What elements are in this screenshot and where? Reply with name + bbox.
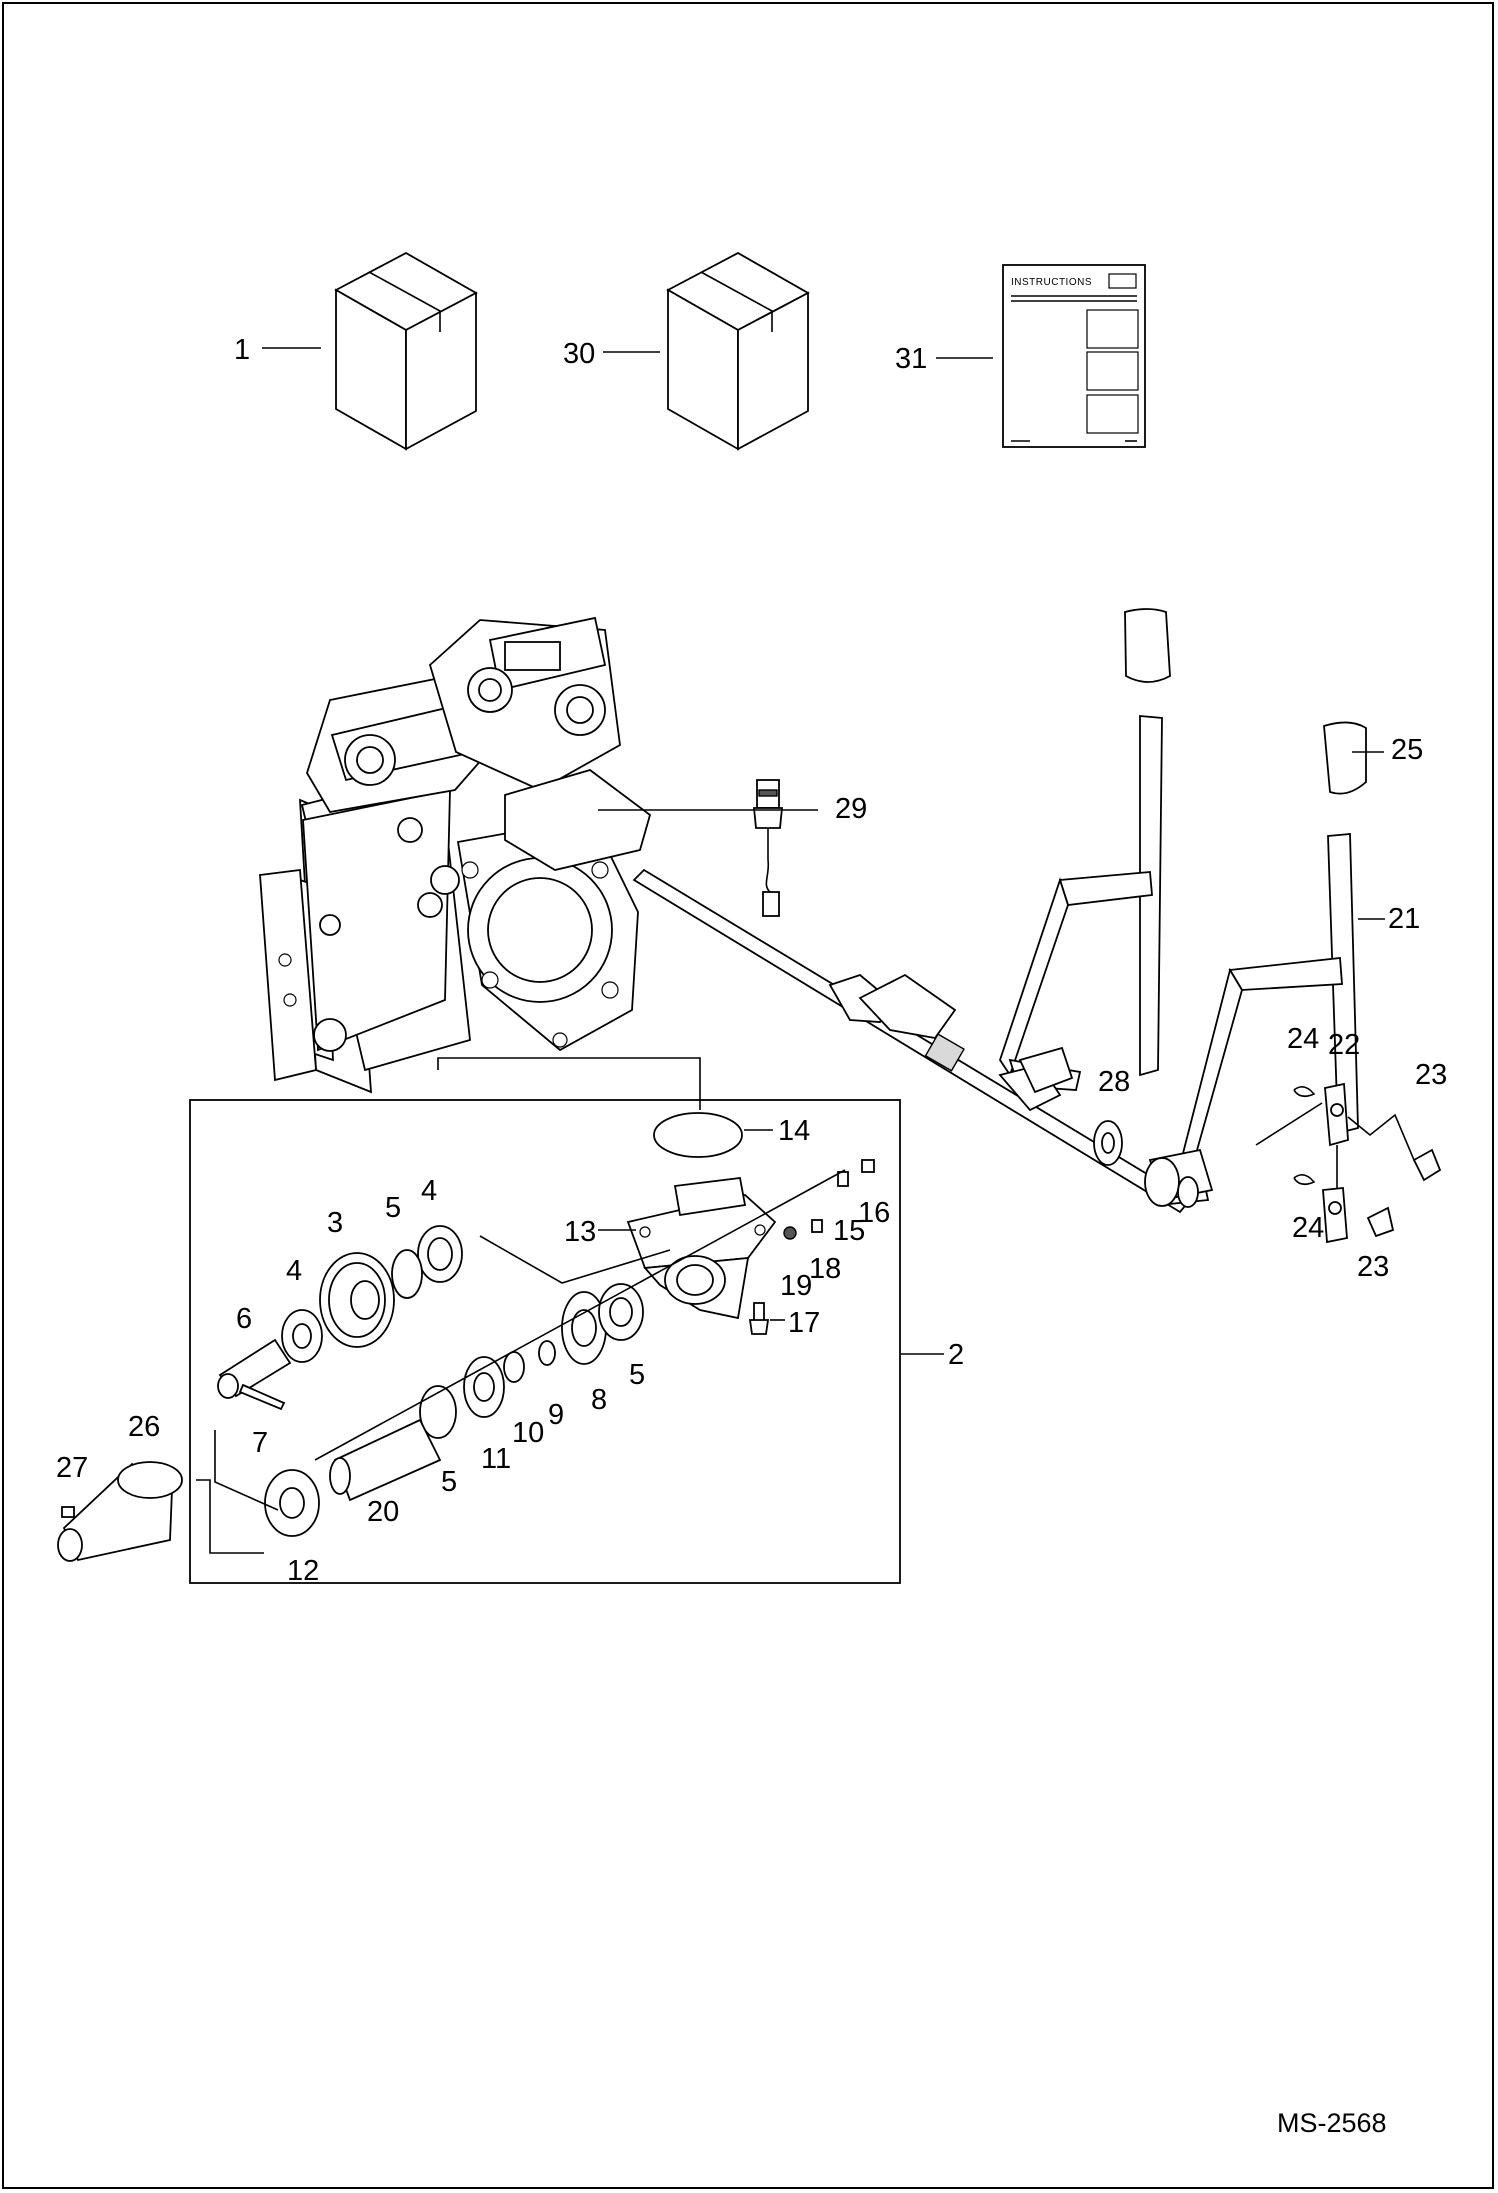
callout-28: 28	[1098, 1066, 1130, 1098]
callout-8: 8	[591, 1384, 607, 1416]
callout-2: 2	[948, 1339, 964, 1371]
transmission-housing	[259, 616, 652, 1094]
callout-23-lower: 23	[1357, 1251, 1389, 1283]
shift-rod	[632, 868, 1192, 1214]
callout-27: 27	[56, 1452, 88, 1484]
output-shaft-20	[329, 1418, 442, 1502]
callout-11: 11	[481, 1443, 511, 1475]
clevis-assembly	[1255, 1082, 1442, 1244]
callout-9: 9	[548, 1399, 564, 1431]
bolt-17	[748, 1302, 770, 1335]
callout-15: 15	[833, 1215, 865, 1247]
seal-12	[264, 1469, 320, 1537]
bearing-11	[463, 1356, 505, 1418]
callout-20: 20	[367, 1496, 399, 1528]
callout-6: 6	[236, 1303, 252, 1335]
callout-24-upper: 24	[1287, 1023, 1319, 1055]
callout-7: 7	[252, 1427, 268, 1459]
callout-24-lower: 24	[1292, 1212, 1324, 1244]
document-reference: MS-2568	[1277, 2108, 1387, 2138]
snap-ring-5-upper	[391, 1249, 423, 1299]
callout-26: 26	[128, 1411, 160, 1443]
right-pedal	[1144, 721, 1367, 1208]
kit-box-30	[666, 251, 810, 451]
manual-cover-title: INSTRUCTIONS	[1011, 277, 1092, 288]
callout-12: 12	[287, 1555, 319, 1587]
instruction-manual: INSTRUCTIONS	[1002, 264, 1146, 448]
gear-3	[319, 1252, 395, 1348]
callout-4-lower: 4	[286, 1255, 302, 1287]
callout-5-lower: 5	[629, 1359, 645, 1391]
sensor-switch	[753, 779, 783, 917]
callout-10: 10	[512, 1417, 544, 1449]
bolt-27	[61, 1506, 75, 1518]
callout-21: 21	[1388, 903, 1420, 935]
gear-8	[561, 1291, 607, 1365]
callout-5-mid: 5	[441, 1466, 457, 1498]
pin-7	[238, 1383, 286, 1411]
callout-16: 16	[858, 1197, 890, 1229]
left-pedal	[998, 608, 1171, 1112]
callout-22: 22	[1328, 1029, 1360, 1061]
callout-31: 31	[895, 343, 927, 375]
pto-housing-13	[626, 1177, 777, 1320]
callout-1: 1	[234, 334, 250, 366]
callout-3: 3	[327, 1207, 343, 1239]
callout-23-upper: 23	[1415, 1059, 1447, 1091]
snap-ring-10	[503, 1351, 525, 1383]
callouts: 1 30 31 29 25 21 28 24 24 22 23 23 14 13…	[56, 334, 1447, 1587]
callout-29: 29	[835, 793, 867, 825]
shaft-6	[217, 1338, 292, 1399]
snap-ring-9	[538, 1340, 556, 1366]
bearing-4-upper	[417, 1225, 463, 1283]
callout-19: 19	[780, 1270, 812, 1302]
callout-25: 25	[1391, 734, 1423, 766]
kit-box-1	[334, 251, 478, 451]
bearing-4-lower	[281, 1309, 323, 1363]
sub-assembly-box	[189, 1099, 901, 1584]
callout-17: 17	[788, 1307, 820, 1339]
snap-ring-5-mid	[419, 1385, 457, 1439]
callout-14: 14	[778, 1115, 810, 1147]
fittings-15-16-18-19	[783, 1159, 875, 1240]
callout-30: 30	[563, 338, 595, 370]
callout-18: 18	[809, 1253, 841, 1285]
callout-13: 13	[564, 1216, 596, 1248]
shield-26	[57, 1461, 183, 1562]
callout-5-upper: 5	[385, 1192, 401, 1224]
callout-4-upper: 4	[421, 1175, 437, 1207]
o-ring-14	[653, 1112, 743, 1158]
washer-28	[1093, 1120, 1123, 1166]
